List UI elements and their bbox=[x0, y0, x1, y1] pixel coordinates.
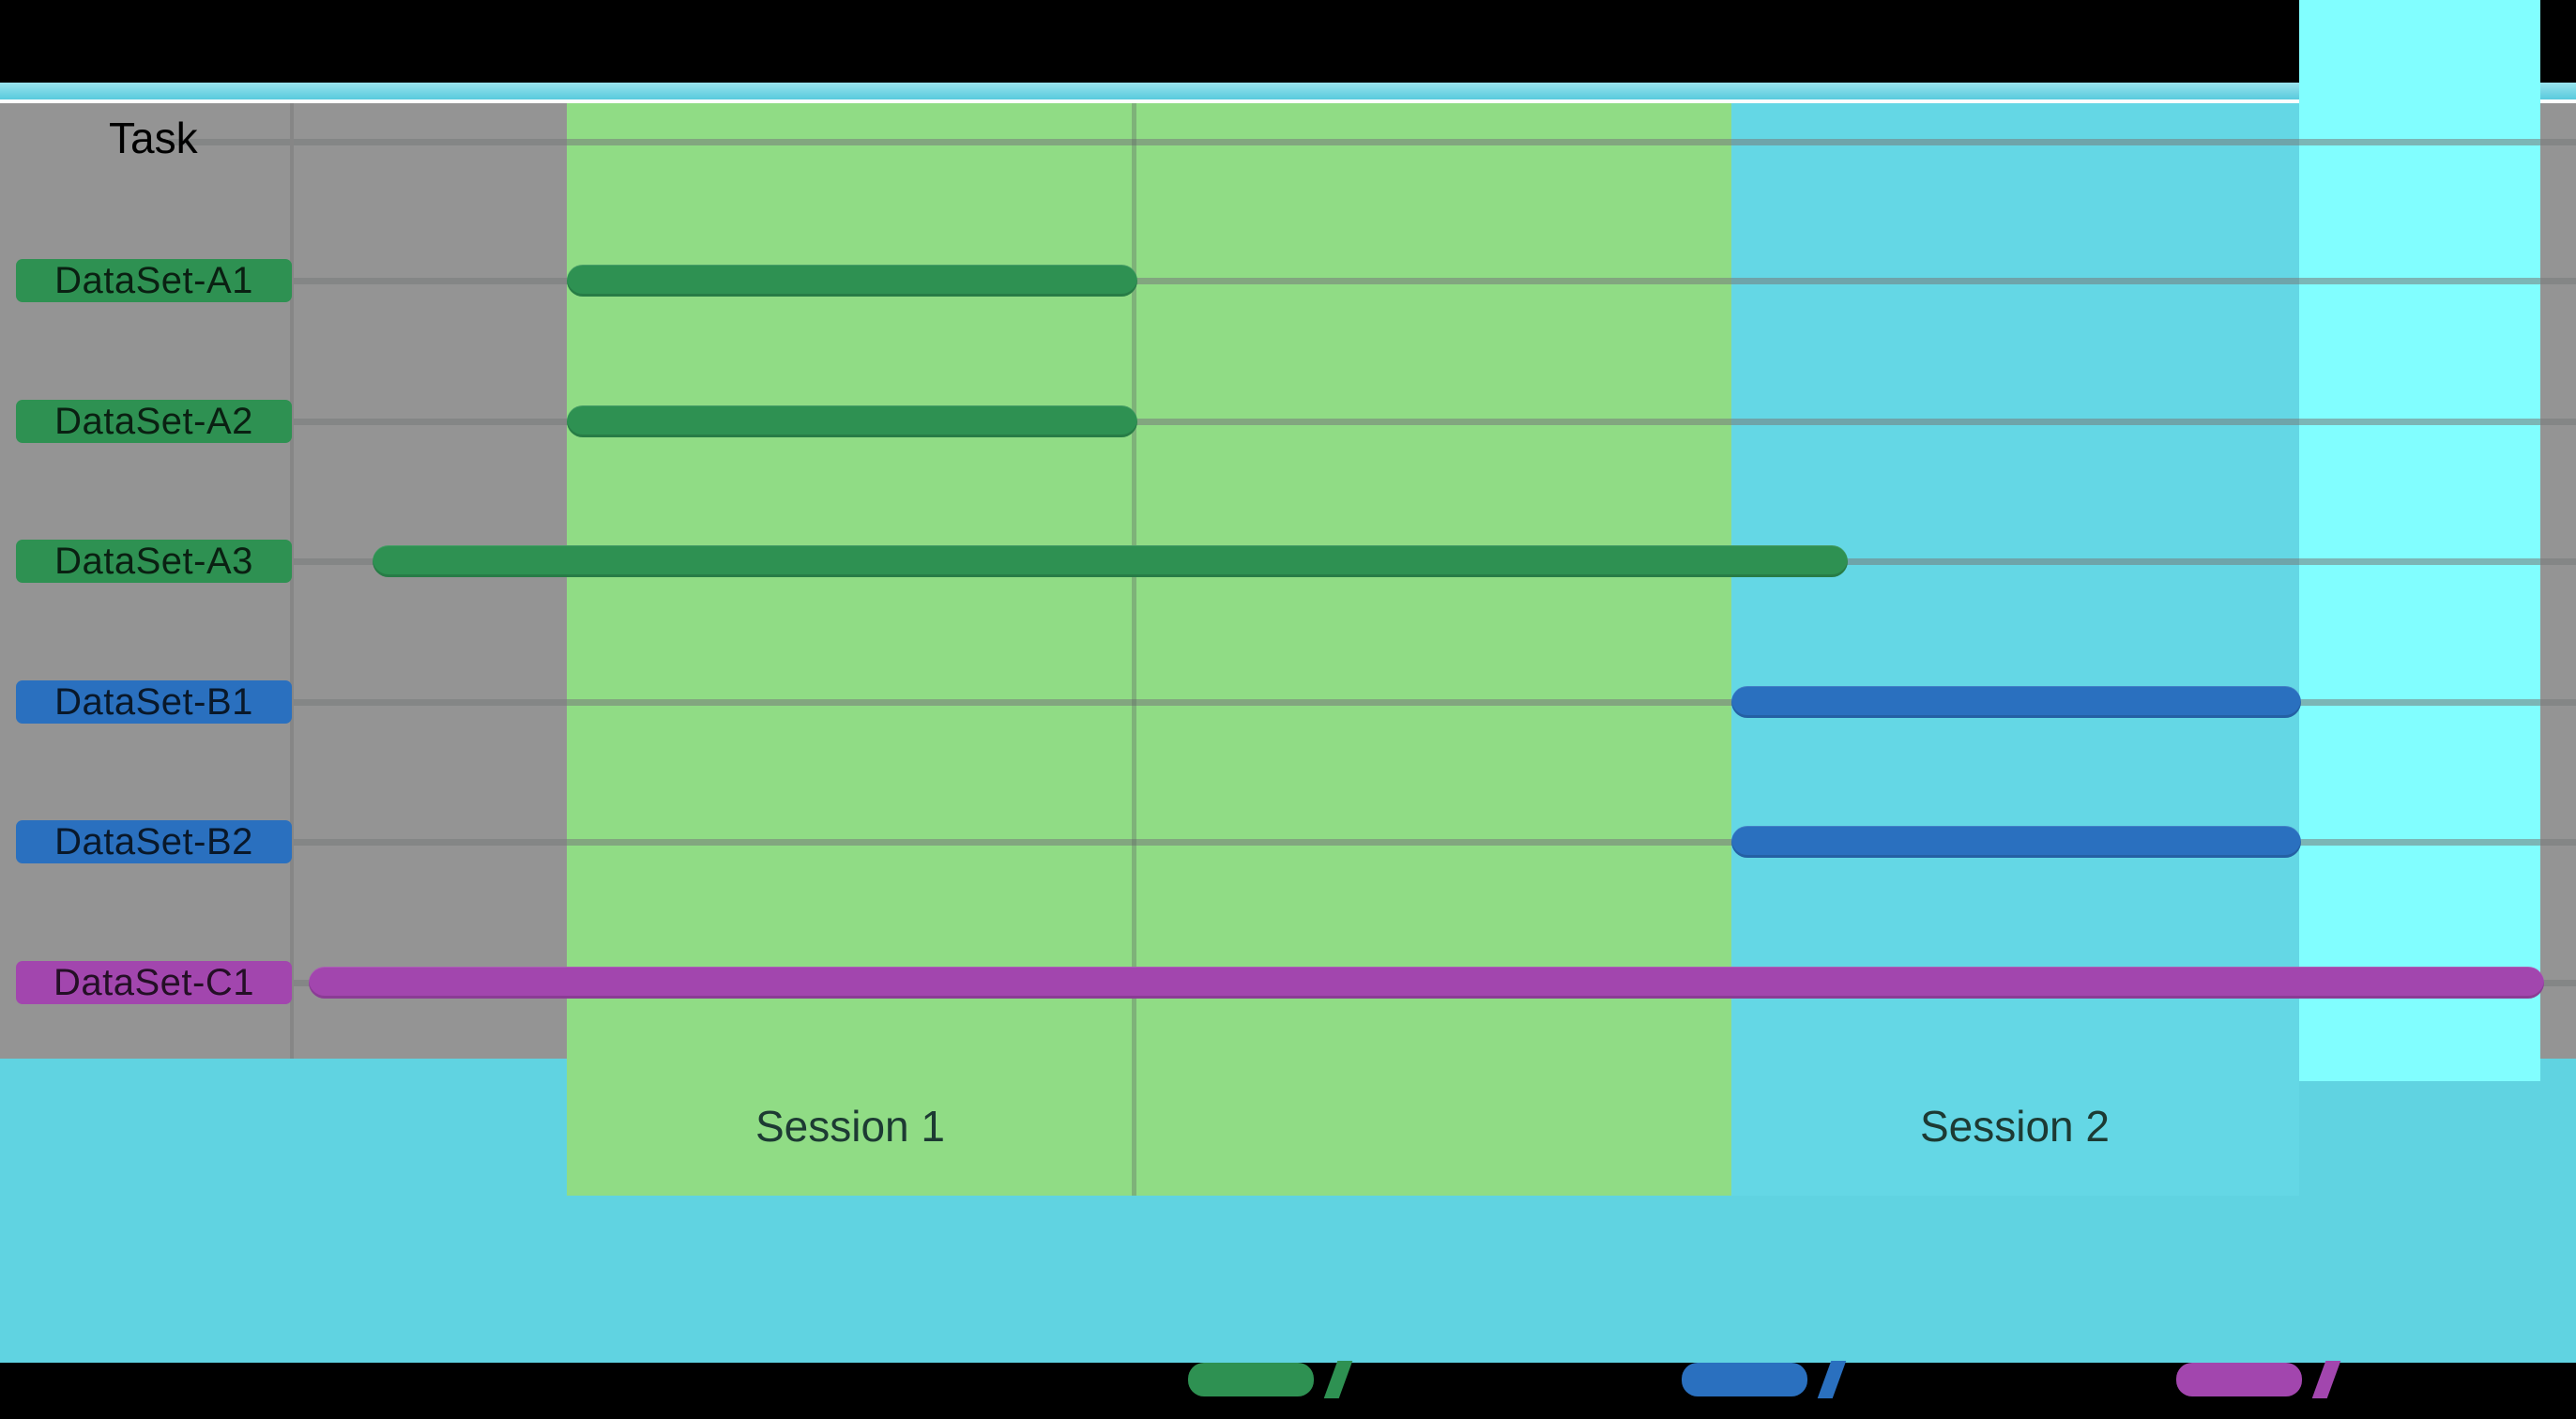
row-label-pill-4: DataSet-B2 bbox=[16, 820, 292, 863]
row-label-pill-2: DataSet-A3 bbox=[16, 540, 292, 583]
horizontal-gridline-5 bbox=[169, 839, 2576, 846]
gantt-bar-0 bbox=[567, 265, 1137, 297]
row-label-text: DataSet-B1 bbox=[54, 680, 253, 723]
legend-slash-icon-0 bbox=[1323, 1361, 1353, 1398]
legend-slash-icon-2 bbox=[2311, 1361, 2341, 1398]
legend-swatch-2 bbox=[2176, 1363, 2302, 1396]
session1-label: Session 1 bbox=[755, 1102, 946, 1151]
axis-title-task: Task bbox=[109, 114, 198, 162]
row-label-pill-1: DataSet-A2 bbox=[16, 400, 292, 443]
row-label-pill-3: DataSet-B1 bbox=[16, 680, 292, 724]
horizontal-gridline-0 bbox=[169, 139, 2576, 145]
legend-swatch-0 bbox=[1188, 1363, 1314, 1396]
row-label-text: DataSet-A2 bbox=[54, 400, 253, 442]
legend-slash-icon-1 bbox=[1817, 1361, 1847, 1398]
gantt-bar-5 bbox=[309, 967, 2544, 999]
horizontal-gridline-1 bbox=[169, 278, 2576, 284]
row-label-pill-5: DataSet-C1 bbox=[16, 961, 292, 1004]
top-cyan-strip bbox=[0, 83, 2576, 99]
vertical-gridline bbox=[1132, 103, 1136, 1196]
y-axis-line bbox=[290, 103, 294, 1059]
row-label-text: DataSet-B2 bbox=[54, 820, 253, 862]
session2-label: Session 2 bbox=[1919, 1102, 2111, 1151]
horizontal-gridline-4 bbox=[169, 699, 2576, 706]
gantt-bar-3 bbox=[1731, 686, 2301, 718]
legend-swatch-1 bbox=[1682, 1363, 1807, 1396]
right-gray-strip bbox=[2540, 103, 2576, 1059]
row-label-pill-0: DataSet-A1 bbox=[16, 259, 292, 302]
horizontal-gridline-2 bbox=[169, 419, 2576, 425]
gantt-bar-4 bbox=[1731, 826, 2301, 858]
post-session-band bbox=[2299, 0, 2540, 1081]
plot-top-edge bbox=[0, 99, 2576, 103]
row-label-text: DataSet-C1 bbox=[53, 961, 254, 1003]
row-label-text: DataSet-A1 bbox=[54, 259, 253, 301]
gantt-bar-2 bbox=[373, 545, 1848, 577]
row-label-text: DataSet-A3 bbox=[54, 540, 253, 582]
gantt-bar-1 bbox=[567, 405, 1137, 437]
session2-band bbox=[1731, 103, 2299, 1196]
